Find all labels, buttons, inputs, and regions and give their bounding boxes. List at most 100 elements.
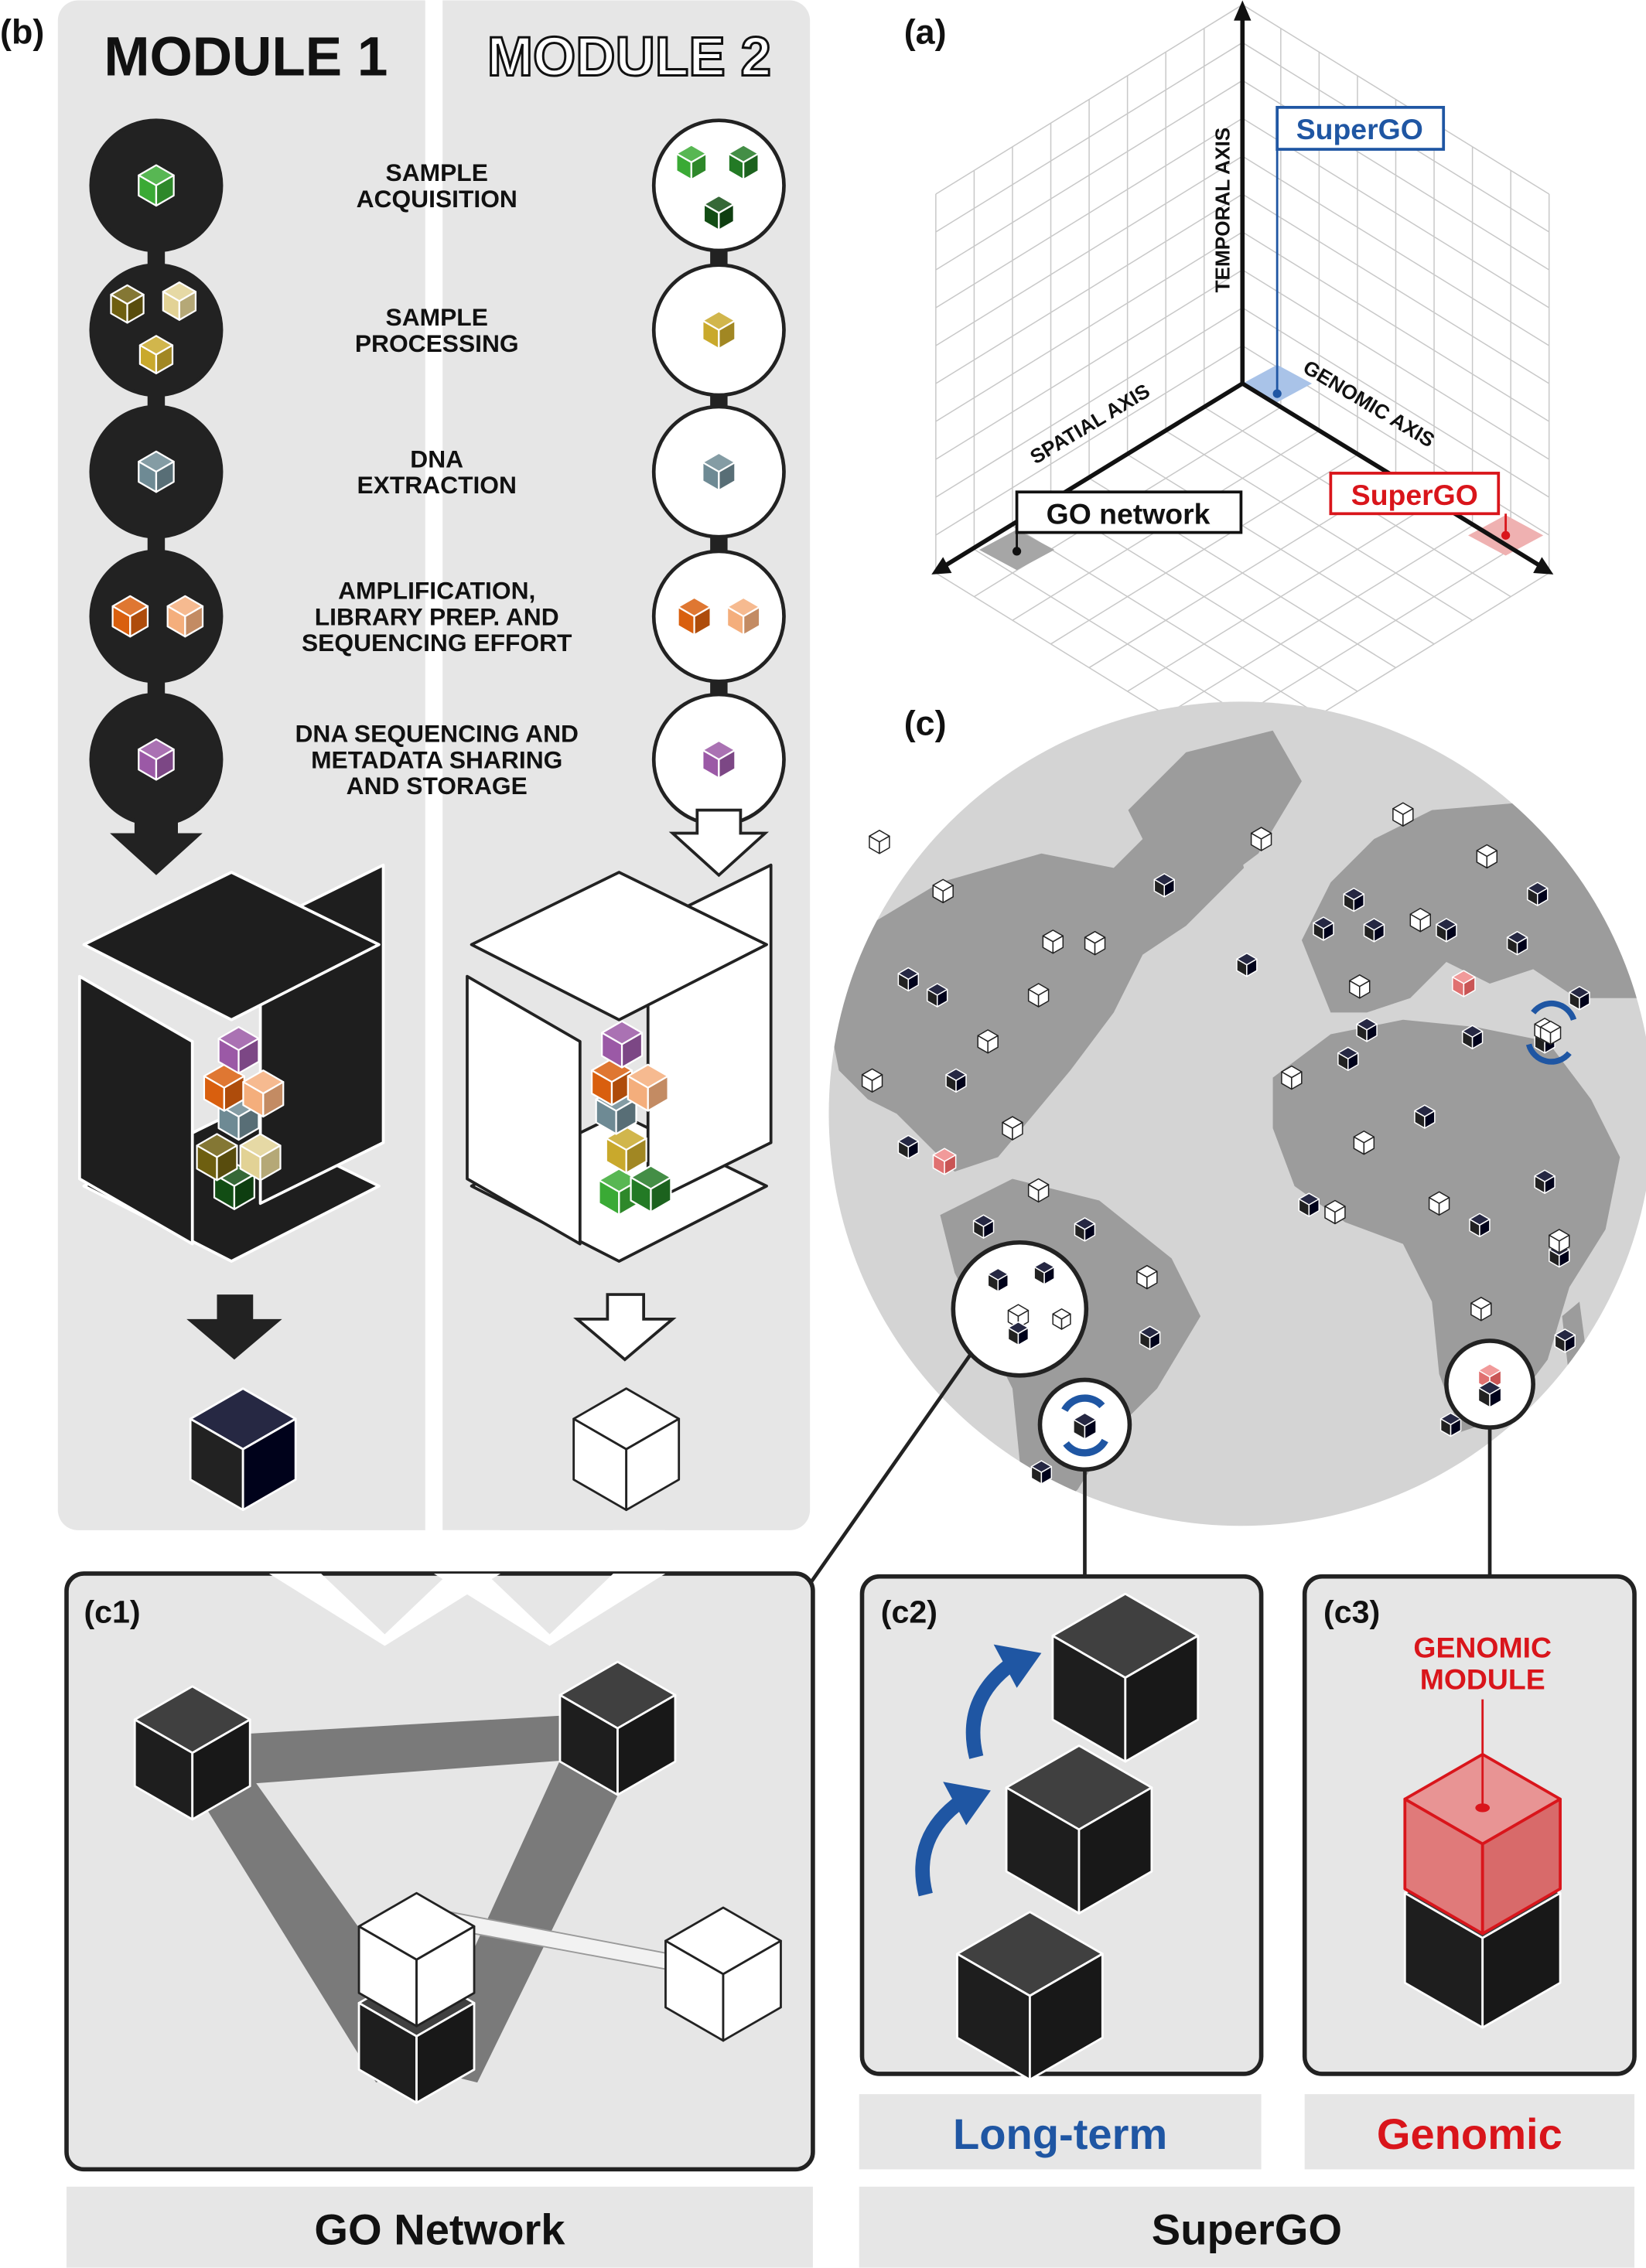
cube-icon: [601, 1020, 644, 1069]
black-site-marker: [1527, 882, 1549, 906]
long-term-cube: [1051, 1592, 1200, 1763]
cube-icon: [138, 450, 175, 493]
black-site-marker: [1534, 1169, 1556, 1194]
network-node-white: [357, 1891, 476, 2028]
step-label: EXTRACTION: [357, 471, 516, 499]
genomic-site-marker: [1452, 970, 1476, 998]
genomic-stack: [1403, 1752, 1562, 2029]
black-site-marker: [1356, 1018, 1378, 1042]
cube-icon: [242, 1069, 285, 1118]
step-label: SEQUENCING EFFORT: [302, 629, 572, 657]
white-site-marker: [977, 1029, 999, 1054]
cube-icon: [677, 596, 712, 636]
module-1-step-circle: [89, 263, 224, 397]
sync-icon: [1061, 1394, 1105, 1413]
arrow-down-icon: [573, 1293, 677, 1362]
black-site-marker: [1469, 1212, 1491, 1238]
black-site-marker: [1569, 986, 1590, 1011]
white-site-marker: [932, 878, 954, 904]
cube-icon: [702, 194, 735, 231]
module-1-result-cube: [189, 1387, 297, 1512]
white-site-marker: [869, 830, 890, 854]
genomic-module-line1: GENOMIC: [1413, 1631, 1552, 1663]
black-site-marker: [1074, 1217, 1096, 1242]
white-site-marker: [1353, 1131, 1375, 1155]
network-node-black: [133, 1685, 251, 1821]
black-site-marker: [1414, 1104, 1436, 1129]
cube-icon: [138, 164, 175, 207]
step-label: DNA SEQUENCING AND: [295, 720, 578, 748]
step-label: METADATA SHARING: [311, 745, 562, 773]
supergo-temporal-box: [1275, 105, 1446, 151]
black-site-marker: [1298, 1192, 1320, 1217]
white-site-marker: [1470, 1297, 1492, 1322]
cube-icon: [138, 335, 174, 375]
step-label: SAMPLE: [386, 303, 488, 331]
panel-c2: (c2): [859, 1574, 1264, 2081]
cube-icon: [702, 452, 736, 492]
module-2-result-cube: [572, 1387, 681, 1512]
cube-icon: [196, 1133, 238, 1182]
module-divider: [425, 0, 443, 1642]
black-site-marker: [1436, 918, 1457, 943]
panel-c1: (c1): [64, 1571, 815, 2172]
panel-c: (c): [808, 701, 1646, 1585]
spatial-axis-line: [939, 381, 1244, 571]
exploded-module-cube: [466, 863, 773, 1263]
step-label: AND STORAGE: [347, 772, 528, 800]
temporal-axis-label: TEMPORAL AXIS: [1211, 128, 1234, 293]
cube-icon: [203, 1063, 245, 1112]
step-label: LIBRARY PREP. AND: [315, 602, 559, 630]
supergo-genomic-label: SuperGO: [1351, 479, 1478, 511]
genomic-module-cube: [1403, 1752, 1562, 1935]
step-label: ACQUISITION: [357, 185, 517, 213]
step-label: SAMPLE: [386, 159, 488, 186]
long-term-footer: [859, 2094, 1262, 2170]
genomic-footer: [1304, 2094, 1635, 2170]
genomic-axis-arrow: [1533, 557, 1554, 575]
black-site-marker: [1236, 953, 1258, 977]
arrow-down-icon: [186, 1294, 282, 1360]
step-label: PROCESSING: [355, 329, 519, 357]
network-nodes: [133, 1660, 782, 2104]
white-site-marker: [1549, 1229, 1570, 1253]
black-site-marker: [927, 983, 948, 1008]
workflow-circles: [89, 118, 786, 1512]
genomic-label: Genomic: [1377, 2109, 1562, 2158]
white-site-marker: [1349, 974, 1371, 999]
cube-icon: [110, 284, 145, 324]
network-node-white: [664, 1906, 782, 2042]
cube-icon: [675, 144, 708, 181]
c1-label: (c1): [84, 1594, 140, 1630]
exploded-module-cube: [77, 863, 385, 1263]
cube-icon: [162, 281, 197, 321]
long-term-stack: [956, 1592, 1200, 2081]
module-1-step-circle: [89, 549, 224, 684]
cube-icon: [239, 1133, 282, 1182]
black-site-marker: [1139, 1325, 1161, 1350]
c2-label: (c2): [881, 1594, 937, 1630]
panel-a-label: (a): [904, 12, 947, 52]
panel-a: (a) TEMPORAL AXIS SPATIAL AXIS GENOMIC A…: [904, 0, 1554, 712]
genomic-site-marker: [932, 1148, 957, 1175]
callout-line-c1: [808, 1351, 974, 1585]
greenland: [1128, 730, 1302, 897]
black-site-marker: [1007, 1321, 1030, 1346]
white-site-marker: [1476, 844, 1498, 869]
footers: Long-term Genomic GO Network SuperGO: [67, 2094, 1635, 2268]
white-site-marker: [1027, 1178, 1050, 1203]
long-term-cube: [956, 1911, 1104, 2081]
black-site-marker: [1033, 1260, 1055, 1285]
black-site-marker: [1506, 930, 1528, 956]
white-site-marker: [1084, 930, 1106, 956]
arrow-up-icon: [965, 1657, 1017, 1759]
arrow-down-icon: [110, 810, 203, 875]
site-markers: [861, 802, 1590, 1485]
cube-icon: [111, 595, 149, 638]
temporal-axis-arrow: [1234, 0, 1252, 21]
panel-c-label: (c): [904, 703, 947, 742]
cube-icon: [727, 144, 760, 181]
panel-b: (b) MODULE 1 MODULE 2 SAMPLEACQUISITIONS…: [0, 0, 811, 1642]
supergo-temporal-label: SuperGO: [1296, 113, 1423, 145]
cube-icon: [138, 738, 175, 781]
